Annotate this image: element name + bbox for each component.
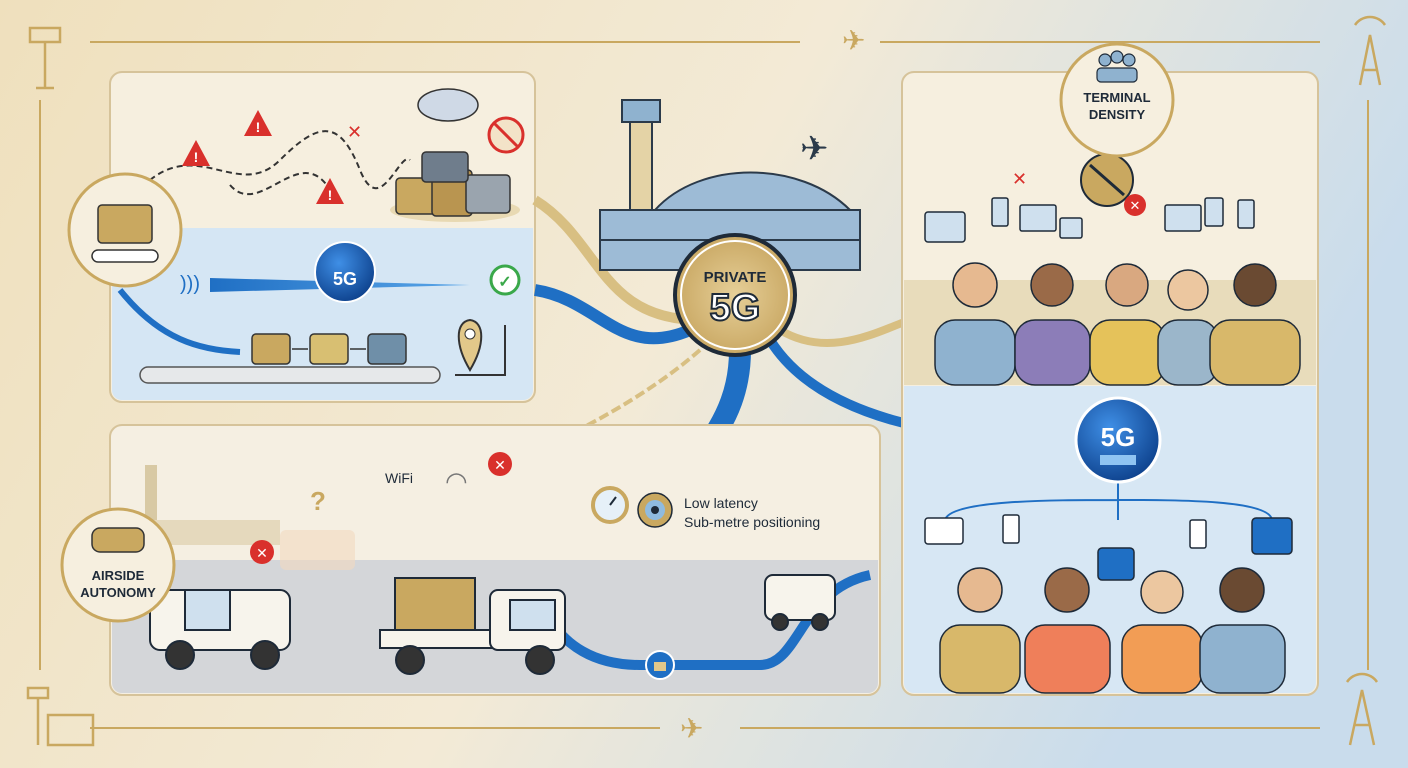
warning-icon: ! <box>244 110 272 136</box>
decorative-frame <box>39 41 1369 729</box>
svg-text:AIRSIDE: AIRSIDE <box>92 568 145 583</box>
terminal-density-panel: ✕ ✕ 5G <box>901 71 1319 696</box>
5g-badge: 5G <box>314 241 376 303</box>
cell-tower-icon <box>1345 672 1379 746</box>
cloud-icon <box>417 88 479 122</box>
svg-text:✓: ✓ <box>498 274 511 291</box>
terminal-density-badge: TERMINAL DENSITY <box>1059 42 1175 158</box>
conveyor-belt <box>139 366 441 384</box>
autonomous-cargo-truck <box>379 577 566 675</box>
feature-positioning: Sub-metre positioning <box>684 514 820 530</box>
airport-icon <box>26 686 95 747</box>
5g-badge: 5G <box>1074 396 1162 484</box>
svg-text:PRIVATE: PRIVATE <box>704 269 767 286</box>
airside-autonomy-panel: WiFi ◠ ✕ ? ✕ Low latency Sub-metre posit… <box>109 424 881 696</box>
private-5g-hub: PRIVATE 5G <box>673 233 797 357</box>
autonomous-tug <box>149 589 291 670</box>
location-pin-icon <box>457 318 483 372</box>
tracked-luggage <box>251 333 407 365</box>
svg-text:TERMINAL: TERMINAL <box>1083 90 1150 105</box>
car-icon <box>91 527 145 553</box>
stopwatch-icon <box>591 486 629 524</box>
error-x-icon: ✕ <box>1124 194 1146 216</box>
wifi-icon: ◠ <box>445 466 468 496</box>
error-x-icon: ✕ <box>1012 169 1027 189</box>
lost-luggage-pile <box>390 151 520 222</box>
target-icon <box>637 492 673 528</box>
lock-icon <box>645 650 675 680</box>
airplane-icon: ✈ <box>680 713 703 744</box>
signal-bars-icon <box>1100 455 1136 465</box>
error-x-icon: ✕ <box>488 452 512 476</box>
connection-band <box>533 284 693 345</box>
no-wifi-icon <box>1080 153 1134 207</box>
svg-text:✕: ✕ <box>256 545 268 561</box>
happy-people <box>939 567 1286 694</box>
connected-devices <box>924 514 1293 581</box>
success-check-icon: ✓ <box>489 264 521 296</box>
conveyor-icon <box>91 249 159 263</box>
svg-text:5G: 5G <box>333 269 357 289</box>
baggage-badge <box>67 172 183 288</box>
svg-text:5G: 5G <box>710 287 761 329</box>
warning-icon: ! <box>316 178 344 204</box>
warning-icon: ! <box>182 140 210 166</box>
suitcase-icon <box>97 204 153 244</box>
control-tower-icon <box>28 26 62 90</box>
airplane-icon: ✈ <box>842 25 865 56</box>
autonomous-van <box>764 574 836 631</box>
svg-text:DENSITY: DENSITY <box>1089 107 1146 122</box>
baggage-tracking-panel: ! ! ! ✕ ))) 5G ✓ <box>109 71 536 403</box>
svg-text:!: ! <box>194 149 199 165</box>
error-x-icon: ✕ <box>250 540 274 564</box>
feature-low-latency: Low latency <box>684 495 758 511</box>
cell-tower-icon <box>1353 15 1387 86</box>
no-money-icon <box>487 116 525 154</box>
svg-text:5G: 5G <box>1101 422 1136 452</box>
error-x-icon: ✕ <box>347 122 362 142</box>
svg-text:!: ! <box>328 187 333 203</box>
svg-text:✕: ✕ <box>494 457 506 473</box>
svg-text:AUTONOMY: AUTONOMY <box>80 585 156 600</box>
share-icon <box>1251 517 1293 555</box>
wireless-signal-icon: ))) <box>180 273 200 295</box>
blurred-van <box>280 530 355 570</box>
crowd-icon <box>1096 50 1138 83</box>
frustrated-people <box>934 262 1301 386</box>
airplane-icon: ✈ <box>800 130 829 168</box>
wifi-label: WiFi <box>385 470 413 486</box>
question-mark: ? <box>310 486 326 516</box>
struggling-devices <box>924 197 1255 243</box>
svg-text:!: ! <box>256 119 261 135</box>
svg-text:✕: ✕ <box>1130 198 1141 213</box>
airside-autonomy-badge: AIRSIDE AUTONOMY <box>60 507 176 623</box>
